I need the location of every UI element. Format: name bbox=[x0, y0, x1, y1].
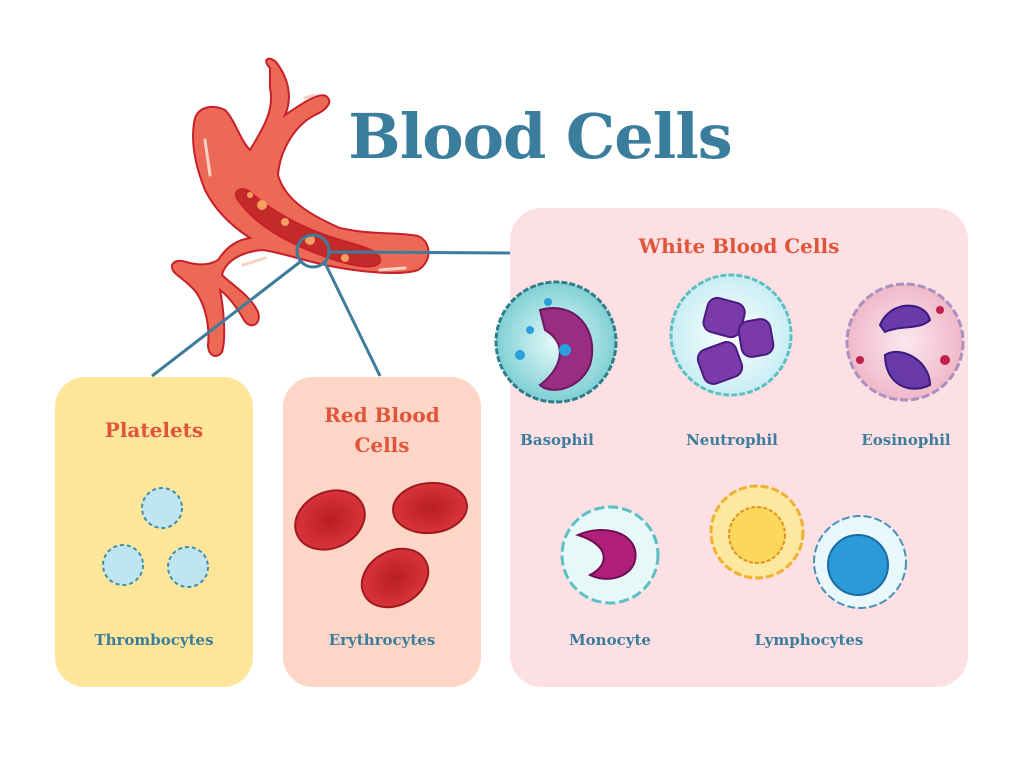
red-blood-cells-heading-line1: Red Blood bbox=[324, 403, 440, 427]
lymphocyte-cells bbox=[709, 484, 907, 609]
neutrophil-cell bbox=[669, 273, 793, 397]
red-blood-cell-shapes bbox=[294, 481, 468, 609]
basophil-label: Basophil bbox=[520, 431, 594, 449]
platelets-heading: Platelets bbox=[104, 418, 204, 442]
lymphocytes-label: Lymphocytes bbox=[754, 631, 864, 649]
red-blood-cells-box bbox=[283, 377, 481, 687]
erythrocytes-label: Erythrocytes bbox=[328, 631, 436, 649]
white-blood-cells-heading: White Blood Cells bbox=[638, 234, 840, 258]
monocyte-cell bbox=[560, 505, 660, 605]
eosinophil-cell bbox=[845, 282, 965, 402]
connector-lines bbox=[151, 233, 511, 378]
page-title: Blood Cells bbox=[348, 100, 732, 173]
platelet-cells bbox=[102, 487, 209, 588]
platelets-box bbox=[55, 377, 253, 687]
red-blood-cells-heading-line2: Cells bbox=[354, 433, 410, 457]
monocyte-label: Monocyte bbox=[569, 631, 651, 649]
basophil-cell bbox=[494, 280, 618, 404]
neutrophil-label: Neutrophil bbox=[686, 431, 778, 449]
thrombocytes-label: Thrombocytes bbox=[94, 631, 214, 649]
blood-vessel-illustration bbox=[170, 57, 430, 357]
eosinophil-label: Eosinophil bbox=[861, 431, 951, 449]
